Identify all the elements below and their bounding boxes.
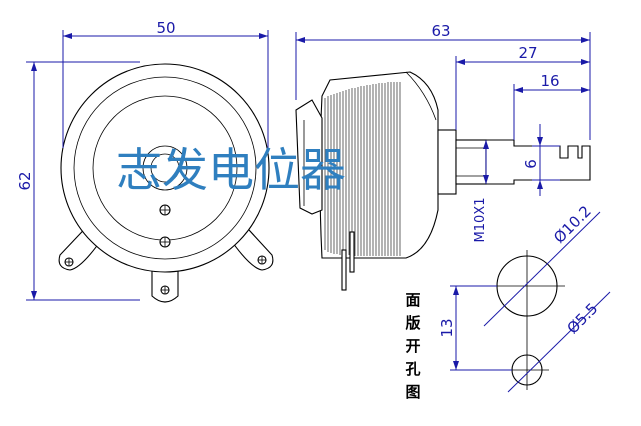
dim-label-27: 27 [518, 44, 537, 62]
caption-char-4: 孔 [405, 360, 420, 378]
terminal-1 [341, 249, 347, 291]
front-screw-bottom [159, 236, 171, 248]
shaft-hub-inner [150, 153, 180, 183]
panel-cutout-caption: 面 版 开 孔 图 [405, 291, 420, 401]
dim-height-62: 62 [16, 61, 140, 301]
dim-label-63: 63 [431, 22, 450, 40]
caption-char-5: 图 [405, 383, 420, 401]
dim-label-6: 6 [522, 159, 540, 169]
dim-depth-63: 63 [295, 22, 591, 140]
caption-char-3: 开 [405, 337, 420, 355]
side-view [295, 71, 591, 291]
dim-label-thread: M10X1 [473, 198, 488, 243]
side-bracket [295, 99, 323, 215]
watermark-text: 志发电位器 [116, 143, 346, 197]
dim-label-16: 16 [540, 72, 559, 90]
dim-label-50: 50 [156, 19, 175, 37]
dim-label-13: 13 [438, 318, 456, 337]
front-view [58, 63, 274, 303]
side-fins [324, 82, 401, 256]
bushing [437, 129, 457, 195]
dim-label-dia-5-5: Ø5.5 [563, 299, 601, 337]
dim-shaft-16: 16 [513, 72, 590, 140]
dim-thread: M10X1 [473, 140, 489, 242]
dim-shaft-27: 27 [455, 44, 590, 130]
dim-label-dia-10-2: Ø10.2 [550, 202, 595, 247]
front-inner-ring [73, 76, 257, 260]
dim-slot-6: 6 [522, 124, 560, 196]
caption-char-2: 版 [405, 314, 420, 332]
bushing-nut [455, 139, 487, 185]
caption-char-1: 面 [405, 291, 420, 309]
terminal-2 [349, 231, 355, 273]
shaft-hub-outer [142, 145, 188, 191]
front-screw-top [159, 204, 171, 216]
dim-label-62: 62 [16, 171, 34, 190]
dim-hole-spacing-13: 13 [438, 285, 512, 371]
front-outer-ring [60, 63, 270, 273]
dim-width-50: 50 [62, 19, 269, 148]
